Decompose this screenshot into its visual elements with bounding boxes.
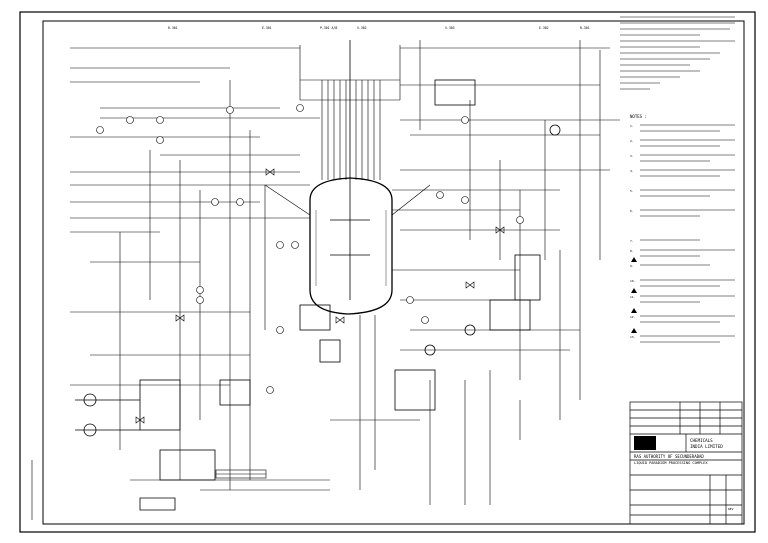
revision-triangles: [631, 257, 637, 333]
title-block: [629, 401, 743, 525]
sheet-border-inner: [42, 20, 745, 525]
notes-column: [620, 16, 735, 343]
note-number: 1.: [630, 124, 634, 128]
client-name: RAS AUTHORITY OF SECUNDERABAD: [634, 454, 704, 459]
reactor-vessel: [264, 40, 431, 315]
nozzle-bundle: [299, 45, 401, 180]
note-number: 3.: [630, 154, 634, 158]
bottom-vertical-lines: [330, 315, 521, 505]
left-bottom-equipment: [75, 379, 251, 511]
right-equipment: [299, 79, 561, 411]
equipment-tag-row: R-301 E-301 P-301 A/B V-302 V-303 E-302 …: [168, 26, 590, 30]
right-process-lines: [392, 40, 620, 420]
note-number: 7.: [630, 239, 634, 243]
equipment-tag: V-302: [357, 26, 367, 30]
note-number: 13.: [630, 335, 636, 339]
equipment-tag: R-301: [168, 26, 178, 30]
left-process-lines: [70, 47, 330, 491]
note-number: 2.: [630, 139, 634, 143]
notes-header: NOTES :: [630, 114, 647, 119]
company-logo: [634, 436, 656, 450]
note-number: 12.: [630, 315, 636, 319]
equipment-tag: P-301 A/B: [320, 26, 337, 30]
note-number: 9.: [630, 264, 634, 268]
note-number: 4.: [630, 169, 634, 173]
instrument-bubbles: [96, 104, 524, 394]
note-number: 8.: [630, 249, 634, 253]
valve-symbols: [135, 168, 505, 424]
note-numbers: 1. 2. 3. 4. 5. 6. 7. 8. 9. 10. 11. 12. 1…: [630, 124, 636, 339]
note-number: 11.: [630, 295, 636, 299]
company-name-line-2: INDIA LIMITED: [690, 444, 723, 449]
note-number: 6.: [630, 209, 634, 213]
company-name-line-1: CHEMICALS: [690, 438, 713, 443]
company-name: CHEMICALS INDIA LIMITED: [690, 438, 723, 449]
legend-box: [215, 469, 267, 479]
note-number: 5.: [630, 189, 634, 193]
equipment-tag: E-301: [262, 26, 272, 30]
note-number: 10.: [630, 279, 636, 283]
equipment-tag: V-303: [445, 26, 455, 30]
equipment-tag: R-301: [580, 26, 590, 30]
equipment-tag: E-302: [539, 26, 549, 30]
project-name: LIQUID PARADIGM PROCESSING COMPLEX: [634, 461, 708, 465]
sheet-border-outer: [19, 11, 756, 533]
rev-label: REV: [728, 507, 734, 511]
